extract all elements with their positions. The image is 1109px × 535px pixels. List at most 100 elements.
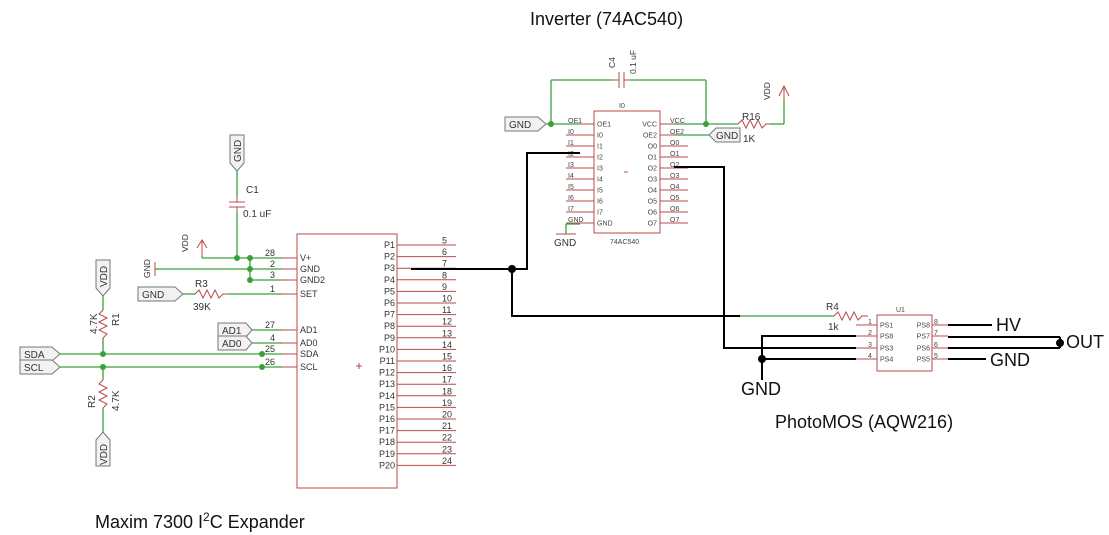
ac540-pin-name: I4 (597, 177, 603, 184)
oe2-gnd-flag: GND (708, 127, 741, 143)
ac540-pin-label: O1 (670, 151, 679, 158)
max7300-pin-num: 2 (270, 259, 275, 269)
ac540-pin-name: O3 (648, 177, 657, 184)
aqw216-pin-num: 1 (868, 319, 872, 326)
aqw216-pin-num: 2 (868, 330, 872, 337)
svg-text:SCL: SCL (24, 363, 44, 374)
max7300-pin-name: P4 (384, 275, 395, 285)
max7300-pin-num: 7 (442, 259, 447, 269)
aqw216-pin-name: PS3 (880, 346, 893, 353)
svg-text:SDA: SDA (24, 350, 45, 361)
svg-text:AD1: AD1 (222, 326, 242, 337)
ac540-pin-label: VCC (670, 118, 685, 125)
resistor-r1: 4.7K R1 (89, 309, 122, 339)
max7300-pin-num: 6 (442, 247, 447, 257)
max7300-pin-name: P9 (384, 333, 395, 343)
svg-text:1K: 1K (743, 134, 756, 145)
svg-text:VDD: VDD (180, 234, 190, 252)
max7300-pin-num: 15 (442, 352, 452, 362)
max7300-pin-num: 23 (442, 444, 452, 454)
svg-text:R2: R2 (87, 395, 98, 408)
max7300-pin-name: P8 (384, 321, 395, 331)
max7300-pin-num: 3 (270, 270, 275, 280)
max7300-pin-name: P6 (384, 298, 395, 308)
svg-text:VDD: VDD (99, 444, 110, 465)
aqw216-pin-num: 7 (934, 330, 938, 337)
resistor-r4: R4 1k (826, 302, 868, 333)
sda-flag: SDA (19, 346, 61, 362)
ac540-pin-label: I4 (568, 173, 574, 180)
max7300-pin-name: P14 (379, 391, 395, 401)
max7300-pin-num: 14 (442, 340, 452, 350)
svg-text:GND: GND (142, 259, 152, 278)
aqw216-pin-name: PS8 (917, 323, 930, 330)
ac540-pin-name: I5 (597, 188, 603, 195)
ac540-pin-label: I6 (568, 195, 574, 202)
svg-text:VDD: VDD (762, 82, 772, 100)
aqw216-pin-num: 8 (934, 319, 938, 326)
svg-text:0.1 uF: 0.1 uF (243, 209, 271, 220)
ac540-pin-name: I1 (597, 144, 603, 151)
aqw216-pin-num: 3 (868, 342, 872, 349)
oe1-gnd-flag: GND (504, 116, 547, 132)
ac540-pin-name: O4 (648, 188, 657, 195)
max7300-pin-name: P3 (384, 263, 395, 273)
ac540-pin-label: O0 (670, 140, 679, 147)
max7300-pin-num: 5 (442, 236, 447, 246)
svg-text:U1: U1 (896, 307, 905, 314)
aqw216-pin-name: PS7 (917, 334, 930, 341)
vdd-arrow-inv: VDD (762, 82, 790, 100)
max7300-pin-num: 27 (265, 320, 275, 330)
max7300-pin-name: P20 (379, 460, 395, 470)
aqw216-ic: U1 (876, 307, 933, 372)
max7300-pin-num: 9 (442, 282, 447, 292)
max7300-pin-num: 25 (265, 344, 275, 354)
ac540-pin-name: VCC (642, 122, 657, 129)
max7300-pin-num: 13 (442, 328, 452, 338)
max7300-pin-name: P13 (379, 379, 395, 389)
ac540-pin-label: O2 (670, 162, 679, 169)
aqw216-pin-name: PS5 (917, 357, 930, 364)
svg-text:GND: GND (233, 140, 244, 162)
ac540-pin-label: O3 (670, 173, 679, 180)
max7300-pin-name: P18 (379, 437, 395, 447)
svg-text:74AC540: 74AC540 (610, 239, 639, 246)
resistor-r16: R16 1K (737, 112, 770, 145)
max7300-pin-num: 11 (442, 305, 451, 315)
max7300-pin-num: 26 (265, 357, 275, 367)
ac540-pin-label: O7 (670, 217, 679, 224)
max7300-pin-name: P11 (380, 356, 395, 366)
r3-gnd-flag: GND (137, 286, 184, 302)
ad0-flag: AD0 (217, 335, 253, 351)
svg-text:C1: C1 (246, 185, 259, 196)
ac540-pin-label: OE1 (568, 118, 582, 125)
svg-text:C4: C4 (607, 57, 617, 68)
photomos-title: PhotoMOS (AQW216) (775, 412, 953, 432)
svg-text:GND: GND (716, 131, 738, 142)
ac540-pin-label: O5 (670, 195, 679, 202)
hv-label: HV (996, 315, 1021, 335)
aqw216-pin-name: PS4 (880, 357, 893, 364)
svg-text:I0: I0 (619, 103, 625, 110)
ac540-pin-name: I7 (597, 210, 603, 217)
ac540-pin-name: I0 (597, 133, 603, 140)
resistor-r3: R3 39K (193, 279, 228, 313)
max7300-pin-num: 1 (270, 284, 275, 294)
ac540-pin-name: O7 (648, 221, 657, 228)
c1-gnd-flag: GND (229, 134, 245, 172)
max7300-pin-name: P16 (379, 414, 395, 424)
max7300-pin-num: 28 (265, 248, 275, 258)
max7300-pin-name: P19 (379, 449, 395, 459)
svg-text:VDD: VDD (99, 266, 110, 287)
aqw216-pin-num: 6 (934, 342, 938, 349)
max7300-pin-name: V+ (300, 253, 311, 263)
ac540-left-pins: OE1OE1I0I0I1I1I2I2I3I3I4I4I5I5I6I6I7I7GN… (566, 118, 613, 228)
svg-text:GND: GND (509, 120, 531, 131)
ac540-pin-name: O1 (648, 155, 657, 162)
ac540-pin-label: I3 (568, 162, 574, 169)
ac540-pin-label: I7 (568, 206, 574, 213)
